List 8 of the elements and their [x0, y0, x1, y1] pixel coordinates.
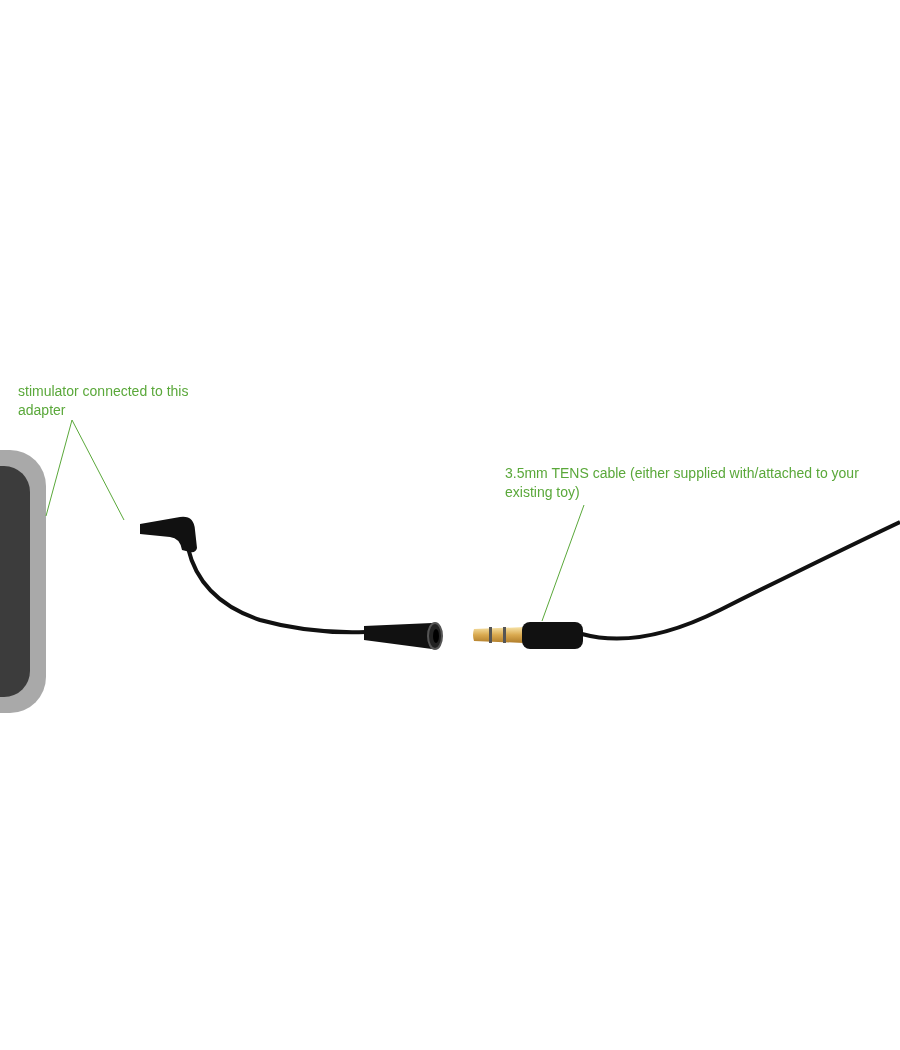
leader-line	[71, 419, 125, 521]
tens-plug-cable-drawing	[473, 520, 900, 649]
leader-line	[45, 419, 73, 517]
stimulator-device-drawing	[0, 450, 46, 713]
leader-line	[541, 504, 585, 622]
callout-text: stimulator connected to this adapter	[18, 382, 218, 420]
adapter-cable-drawing	[140, 516, 443, 650]
callout-text: 3.5mm TENS cable (either supplied with/attached to your existing toy)	[505, 464, 875, 502]
